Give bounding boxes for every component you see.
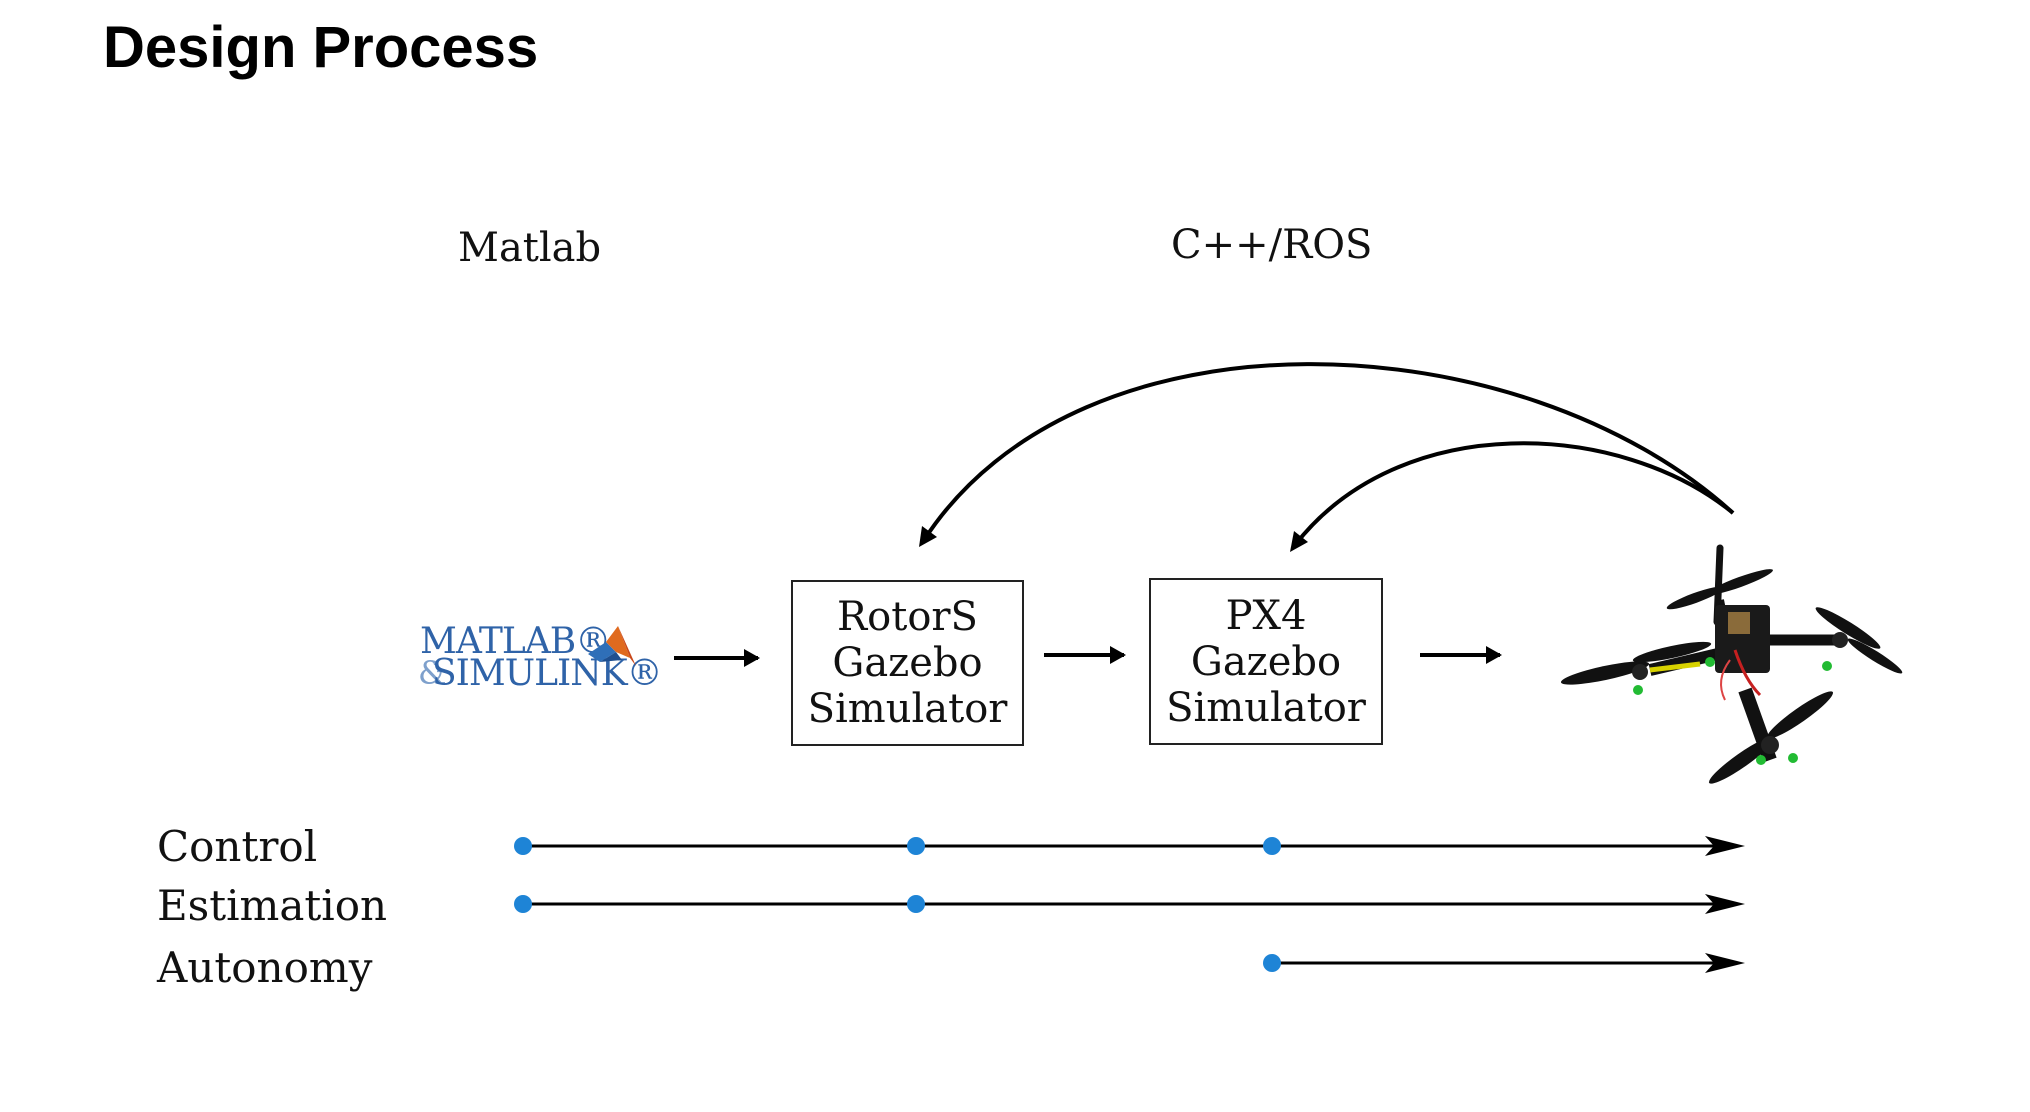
page-title: Design Process: [103, 15, 539, 80]
timeline-arrowhead: [1705, 836, 1745, 856]
timeline-dot-control-px4: [1263, 837, 1281, 855]
flow-arrowhead: [744, 649, 760, 667]
timeline-dot-control-matlab: [514, 837, 532, 855]
box-line: Simulator: [807, 686, 1008, 732]
box-line: Simulator: [1166, 684, 1366, 731]
cpp-ros-column-label: C++/ROS: [1171, 222, 1373, 268]
feedback-arrowhead: [919, 526, 937, 547]
timeline-arrowhead: [1705, 953, 1745, 973]
timeline-arrowhead: [1705, 894, 1745, 914]
timeline-label-control: Control: [157, 822, 318, 871]
matlab-column-label: Matlab: [458, 225, 602, 271]
timeline-dot-estimation-matlab: [514, 895, 532, 913]
logo-matlab-text: MATLAB®: [420, 621, 611, 662]
box-line: RotorS: [837, 594, 978, 640]
timeline-dot-estimation-rotors: [907, 895, 925, 913]
flow-arrowhead: [1110, 646, 1126, 664]
quadcopter-drone-icon: [1560, 544, 1903, 784]
logo-ampersand: &: [418, 654, 447, 692]
timeline-dot-control-rotors: [907, 837, 925, 855]
matlab-membrane-icon: [588, 626, 636, 666]
matlab-simulink-logo: MATLAB® & SIMULINK®: [418, 618, 663, 698]
timeline-dot-autonomy-px4: [1263, 954, 1281, 972]
feedback-arrowhead: [1290, 531, 1308, 552]
timeline-label-estimation: Estimation: [157, 881, 388, 930]
feedback-arc-to-px4: [1293, 441, 1735, 547]
flow-arrowhead: [1486, 646, 1502, 664]
box-line: Gazebo: [1190, 638, 1342, 685]
box-line: Gazebo: [832, 640, 983, 686]
box-line: PX4: [1225, 592, 1307, 639]
logo-simulink-text: SIMULINK®: [432, 653, 663, 694]
timeline-label-autonomy: Autonomy: [157, 943, 373, 992]
rotors-gazebo-simulator-box: RotorS Gazebo Simulator: [791, 580, 1024, 746]
feedback-arc-to-rotors: [922, 362, 1735, 542]
px4-gazebo-simulator-box: PX4 Gazebo Simulator: [1149, 578, 1383, 745]
